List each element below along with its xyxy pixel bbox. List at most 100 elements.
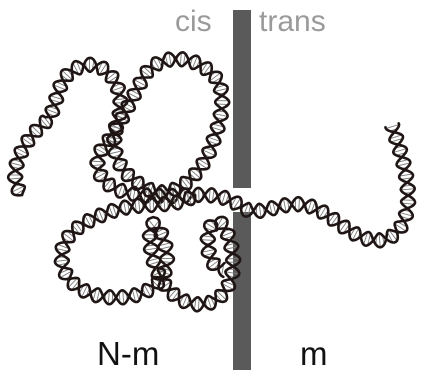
dna-base-pair bbox=[105, 71, 117, 81]
dna-base-pair bbox=[298, 197, 300, 212]
dna-base-pair bbox=[191, 55, 198, 70]
dna-base-pair bbox=[225, 271, 240, 275]
dna-base-pair bbox=[112, 204, 117, 217]
dna-base-pair bbox=[131, 289, 136, 303]
dna-base-pair bbox=[127, 92, 140, 100]
dna-base-pair bbox=[108, 150, 123, 155]
dna-base-pair bbox=[158, 242, 172, 247]
dna-base-pair bbox=[400, 188, 415, 191]
dna-base-pair bbox=[96, 289, 101, 303]
dna-base-pair bbox=[181, 294, 188, 308]
dna-base-pair bbox=[123, 200, 127, 215]
dna-base-pair bbox=[378, 233, 381, 248]
membrane-lower-segment bbox=[233, 212, 251, 370]
dna-base-pair bbox=[330, 214, 339, 226]
dna-base-pair bbox=[208, 188, 211, 202]
dna-base-pair bbox=[54, 259, 69, 263]
dna-base-pair bbox=[168, 52, 172, 67]
dna-base-pair bbox=[84, 215, 92, 228]
dna-base-pair bbox=[394, 223, 407, 232]
dna-base-pair bbox=[106, 180, 115, 192]
dna-base-pair bbox=[215, 103, 229, 106]
dna-base-pair bbox=[8, 177, 22, 180]
dna-polymer bbox=[6, 51, 417, 313]
dna-base-pair bbox=[216, 290, 227, 301]
dna-base-pair bbox=[39, 117, 49, 129]
dna-base-pair bbox=[201, 249, 216, 253]
dna-base-pair bbox=[200, 62, 209, 73]
dna-base-pair bbox=[107, 290, 110, 305]
dna-base-pair bbox=[352, 227, 360, 241]
dna-base-pair bbox=[81, 284, 89, 298]
dna-base-pair bbox=[49, 95, 64, 101]
dna-base-pair bbox=[176, 195, 181, 209]
dna-base-pair bbox=[147, 257, 160, 262]
dna-base-pair bbox=[59, 270, 73, 279]
dna-base-pair bbox=[203, 63, 212, 76]
dna-base-pair bbox=[258, 203, 262, 218]
trans-monomer-count-label: m bbox=[300, 335, 328, 372]
dna-base-pair bbox=[72, 62, 80, 75]
dna-base-pair bbox=[339, 220, 348, 233]
dna-base-pair bbox=[67, 277, 78, 288]
dna-base-pair bbox=[307, 199, 313, 213]
dna-base-pair bbox=[363, 231, 369, 245]
dna-base-pair bbox=[211, 189, 215, 202]
dna-base-pair bbox=[149, 198, 151, 212]
dna-backbone-strand bbox=[53, 190, 241, 313]
dna-base-pair bbox=[97, 208, 105, 222]
dna-base-pair bbox=[232, 197, 241, 210]
dna-base-pair bbox=[9, 162, 24, 167]
dna-base-pair bbox=[385, 124, 400, 129]
dna-base-pair bbox=[179, 52, 182, 66]
dna-base-pair bbox=[74, 221, 84, 233]
dna-base-pair bbox=[209, 72, 221, 82]
dna-base-pair bbox=[283, 198, 287, 213]
dna-base-pair bbox=[108, 205, 114, 218]
dna-base-pair bbox=[389, 134, 402, 140]
dna-base-pair bbox=[163, 197, 166, 212]
dna-base-pair bbox=[204, 222, 218, 231]
dna-base-pair bbox=[210, 126, 224, 132]
dna-base-pair bbox=[144, 247, 159, 251]
cis-monomer-count-label: N-m bbox=[97, 335, 159, 372]
dna-base-pair bbox=[401, 202, 415, 205]
dna-base-pair bbox=[103, 135, 116, 145]
dna-base-pair bbox=[221, 190, 227, 205]
dna-base-pair bbox=[399, 173, 413, 177]
dna-base-pair bbox=[14, 151, 26, 158]
dna-base-pair bbox=[152, 198, 155, 211]
trans-label: trans bbox=[259, 5, 326, 38]
dna-base-pair bbox=[57, 243, 70, 250]
dna-base-pair bbox=[143, 66, 154, 76]
dna-base-pair bbox=[202, 149, 216, 156]
dna-base-pair bbox=[327, 212, 336, 224]
dna-base-pair bbox=[243, 202, 249, 216]
dna-base-pair bbox=[94, 147, 107, 155]
dna-base-pair bbox=[92, 288, 97, 301]
dna-base-pair bbox=[114, 161, 127, 170]
dna-base-pair bbox=[268, 202, 273, 215]
dna-base-pair bbox=[180, 178, 190, 190]
dna-base-pair bbox=[11, 185, 25, 193]
dna-base-pair bbox=[272, 201, 277, 215]
dna-base-pair bbox=[221, 283, 234, 290]
dna-base-pair bbox=[148, 260, 161, 266]
dna-base-pair bbox=[198, 297, 200, 311]
dna-base-pair bbox=[15, 147, 29, 155]
dna-base-pair bbox=[143, 284, 152, 297]
dna-base-pair bbox=[318, 205, 327, 219]
dna-base-pair bbox=[167, 288, 178, 299]
dna-base-pair bbox=[122, 169, 133, 180]
dna-base-pair bbox=[62, 232, 75, 242]
dna-base-pair bbox=[140, 69, 152, 78]
dna-backbone-strand bbox=[8, 51, 416, 247]
dna-base-pair bbox=[200, 239, 215, 241]
dna-base-pair bbox=[152, 57, 161, 71]
dna-base-pair bbox=[226, 257, 240, 260]
cis-label: cis bbox=[175, 5, 212, 38]
dna-base-pair bbox=[45, 108, 59, 115]
dna-base-pair bbox=[223, 280, 236, 287]
dna-base-pair bbox=[31, 125, 42, 136]
